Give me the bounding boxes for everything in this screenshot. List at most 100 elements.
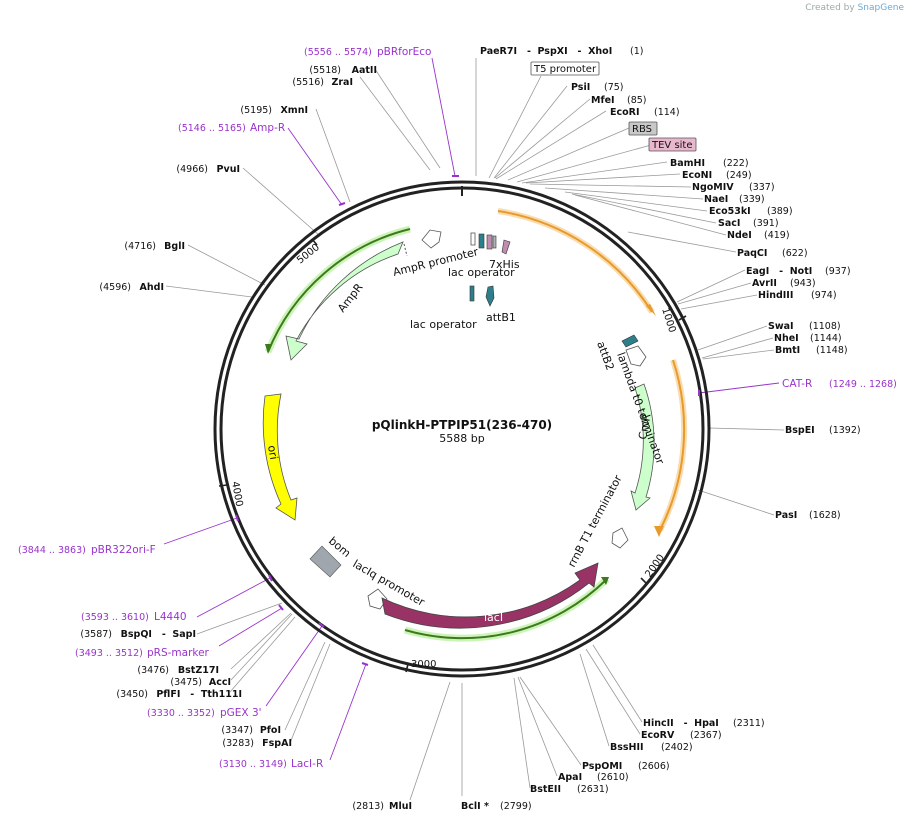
svg-text:(2813): (2813) — [352, 801, 384, 812]
svg-text:(114): (114) — [654, 107, 680, 118]
label-leader-lines — [165, 58, 785, 801]
svg-text:PspOMI: PspOMI — [582, 761, 622, 772]
svg-text:(974): (974) — [811, 290, 837, 301]
svg-text:AccI: AccI — [209, 677, 231, 688]
svg-text:AhdI: AhdI — [140, 282, 164, 293]
svg-text:(2311): (2311) — [733, 718, 765, 729]
attb2-mark — [621, 334, 639, 348]
site-label-nhei: NheI (1144) — [774, 333, 842, 344]
svg-text:CAT-R: CAT-R — [782, 378, 812, 390]
site-label-apai: ApaI(2610) — [558, 772, 629, 783]
site-label-eco53ki: Eco53kI(389) — [709, 206, 793, 217]
svg-text:pGEX 3': pGEX 3' — [220, 707, 262, 719]
svg-text:AvrII: AvrII — [752, 278, 777, 289]
svg-text:(5195): (5195) — [240, 105, 272, 116]
svg-text:SacI: SacI — [718, 218, 740, 229]
svg-text:(2799): (2799) — [500, 801, 532, 812]
svg-text:HindIII: HindIII — [758, 290, 793, 301]
site-label-zrai: (5516)ZraI — [292, 77, 353, 88]
svg-text:(5516): (5516) — [292, 77, 324, 88]
feature-label-ori: ori — [265, 444, 280, 460]
ampr-arrow — [285, 241, 404, 361]
svg-text:(5556 .. 5574): (5556 .. 5574) — [304, 47, 372, 58]
ampr-promoter-arrow — [421, 229, 442, 249]
tick-label-3000: 3000 — [411, 659, 436, 670]
orf-orange-arrowhead-right — [654, 526, 664, 537]
svg-text:(622): (622) — [782, 248, 808, 259]
svg-text:PfoI: PfoI — [260, 725, 281, 736]
primer-leader-lines — [163, 57, 780, 761]
svg-text:EcoRV: EcoRV — [641, 730, 675, 741]
feature-label-attb1: attB1 — [486, 311, 516, 324]
svg-text:(1108): (1108) — [809, 321, 841, 332]
svg-text:NheI: NheI — [774, 333, 799, 344]
site-label-econi: EcoNI(249) — [682, 170, 752, 181]
svg-text:BspEI: BspEI — [785, 425, 815, 436]
svg-text:EcoRI: EcoRI — [610, 107, 640, 118]
site-label-mfei: MfeI(85) — [591, 95, 647, 106]
site-label-paer7i: PaeR7I - PspXI - XhoI(1) — [480, 46, 643, 57]
svg-text:(75): (75) — [604, 82, 624, 93]
orf-orange-highlight — [497, 208, 655, 314]
site-label-bmti: BmtI(1148) — [775, 345, 848, 356]
svg-text:(85): (85) — [627, 95, 647, 106]
svg-text:AatII: AatII — [352, 65, 377, 76]
lambda-t0-terminator-arrow — [625, 345, 647, 367]
tick-label-1000: 1000 — [659, 307, 677, 335]
svg-text:BstZ17I: BstZ17I — [178, 665, 219, 676]
svg-text:(4596): (4596) — [99, 282, 131, 293]
site-label-pfoi: (3347)PfoI — [221, 725, 281, 736]
feature-label-rrnb: rrnB T1 terminator — [565, 473, 625, 570]
svg-text:BamHI: BamHI — [670, 158, 705, 169]
svg-text:pRS-marker: pRS-marker — [147, 647, 210, 659]
boxed-feature-tev-text: TEV site — [651, 140, 693, 151]
svg-text:(937): (937) — [825, 266, 851, 277]
svg-text:(3450): (3450) — [116, 689, 148, 700]
ori-arrow — [262, 393, 298, 521]
orf-orange-arrowhead-top — [646, 304, 656, 316]
svg-text:pBR322ori-F: pBR322ori-F — [91, 544, 156, 556]
boxed-feature-t5-text: T5 promoter — [533, 64, 597, 75]
primer-label-amp-r: (5146 .. 5165)Amp-R — [178, 122, 285, 134]
svg-text:(1628): (1628) — [809, 510, 841, 521]
svg-text:NgoMIV: NgoMIV — [692, 182, 734, 193]
svg-text:(389): (389) — [767, 206, 793, 217]
svg-text:(3283): (3283) — [222, 738, 254, 749]
primer-label-laci-r: (3130 .. 3149)LacI-R — [219, 758, 323, 770]
svg-text:(3587): (3587) — [80, 629, 112, 640]
restriction-site-labels: PaeR7I - PspXI - XhoI(1) PsiI(75) MfeI(8… — [80, 46, 860, 812]
his-arrow — [501, 239, 511, 255]
svg-text:LacI-R: LacI-R — [291, 758, 323, 770]
svg-text:PaqCI: PaqCI — [737, 248, 767, 259]
boxed-feature-t5-promoter: T5 promoter — [530, 61, 600, 76]
svg-text:BglI: BglI — [164, 241, 185, 252]
svg-text:(3593 .. 3610): (3593 .. 3610) — [81, 612, 149, 623]
tev-mark — [492, 235, 497, 249]
bom-box — [309, 545, 342, 578]
site-label-bsteii: BstEII(2631) — [530, 784, 609, 795]
svg-text:PasI: PasI — [775, 510, 797, 521]
site-label-naei: NaeI(339) — [704, 194, 765, 205]
lac-operator-mark-2 — [478, 233, 485, 249]
svg-text:(1144): (1144) — [810, 333, 842, 344]
svg-text:(4716): (4716) — [124, 241, 156, 252]
svg-text:(943): (943) — [790, 278, 816, 289]
orf-green-arrowhead-top — [265, 344, 272, 354]
snapgene-credit: Created by SnapGene — [805, 3, 904, 13]
svg-text:(2610): (2610) — [597, 772, 629, 783]
svg-text:(3475): (3475) — [170, 677, 202, 688]
site-label-ndei: NdeI(419) — [727, 230, 790, 241]
feature-label-lambda-t0: lambda t0 terminator — [614, 351, 667, 467]
svg-text:(2631): (2631) — [577, 784, 609, 795]
tick-label-4000: 4000 — [229, 481, 244, 508]
svg-text:(2402): (2402) — [661, 742, 693, 753]
svg-text:BmtI: BmtI — [775, 345, 800, 356]
site-label-psii: PsiI(75) — [571, 82, 624, 93]
tick-label-2000: 2000 — [643, 553, 667, 580]
svg-text:EagI - NotI: EagI - NotI — [746, 266, 812, 277]
feature-label-attb2: attB2 — [594, 340, 616, 373]
orf-orange-right — [659, 359, 686, 531]
svg-text:BssHII: BssHII — [610, 742, 644, 753]
site-label-fspai: (3283)FspAI — [222, 738, 292, 749]
site-label-saci: SacI(391) — [718, 218, 779, 229]
